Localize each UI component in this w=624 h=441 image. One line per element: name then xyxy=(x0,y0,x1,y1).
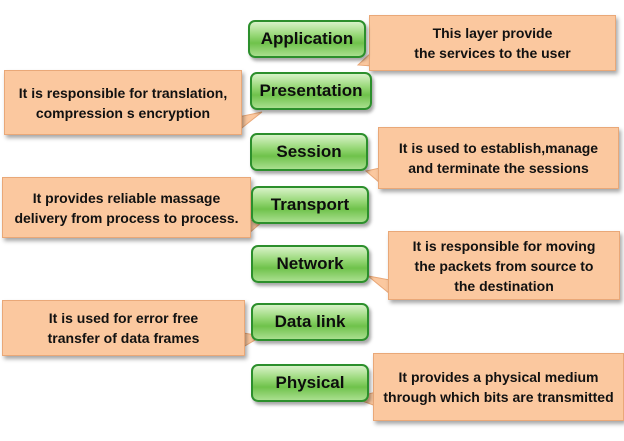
note-data-link-text: It is used for error free transfer of da… xyxy=(47,310,200,346)
note-transport-text: It provides reliable massage delivery fr… xyxy=(14,189,239,226)
layer-data-link: Data link xyxy=(251,303,369,341)
callout-tail-4 xyxy=(366,275,391,296)
note-session-text: It is used to establish,manage and termi… xyxy=(398,140,599,176)
layer-transport: Transport xyxy=(251,186,369,224)
note-physical-text: It provides a physical medium through wh… xyxy=(383,369,614,405)
note-application: This layer provide the services to the u… xyxy=(369,15,616,71)
layer-network: Network xyxy=(251,245,369,283)
note-network: It is responsible for moving the packets… xyxy=(388,231,620,300)
layer-session: Session xyxy=(250,133,368,171)
note-network-text: It is responsible for moving the packets… xyxy=(412,237,596,294)
note-data-link: It is used for error free transfer of da… xyxy=(2,300,245,356)
layer-presentation: Presentation xyxy=(250,72,372,110)
layer-application: Application xyxy=(248,20,366,58)
note-transport: It provides reliable massage delivery fr… xyxy=(2,177,251,238)
note-application-text: This layer provide the services to the u… xyxy=(414,25,571,61)
layer-physical: Physical xyxy=(251,364,369,402)
note-session: It is used to establish,manage and termi… xyxy=(378,127,619,189)
note-presentation-text: It is responsible for translation, compr… xyxy=(18,84,228,121)
note-presentation: It is responsible for translation, compr… xyxy=(4,70,242,135)
note-physical: It provides a physical medium through wh… xyxy=(373,353,624,421)
